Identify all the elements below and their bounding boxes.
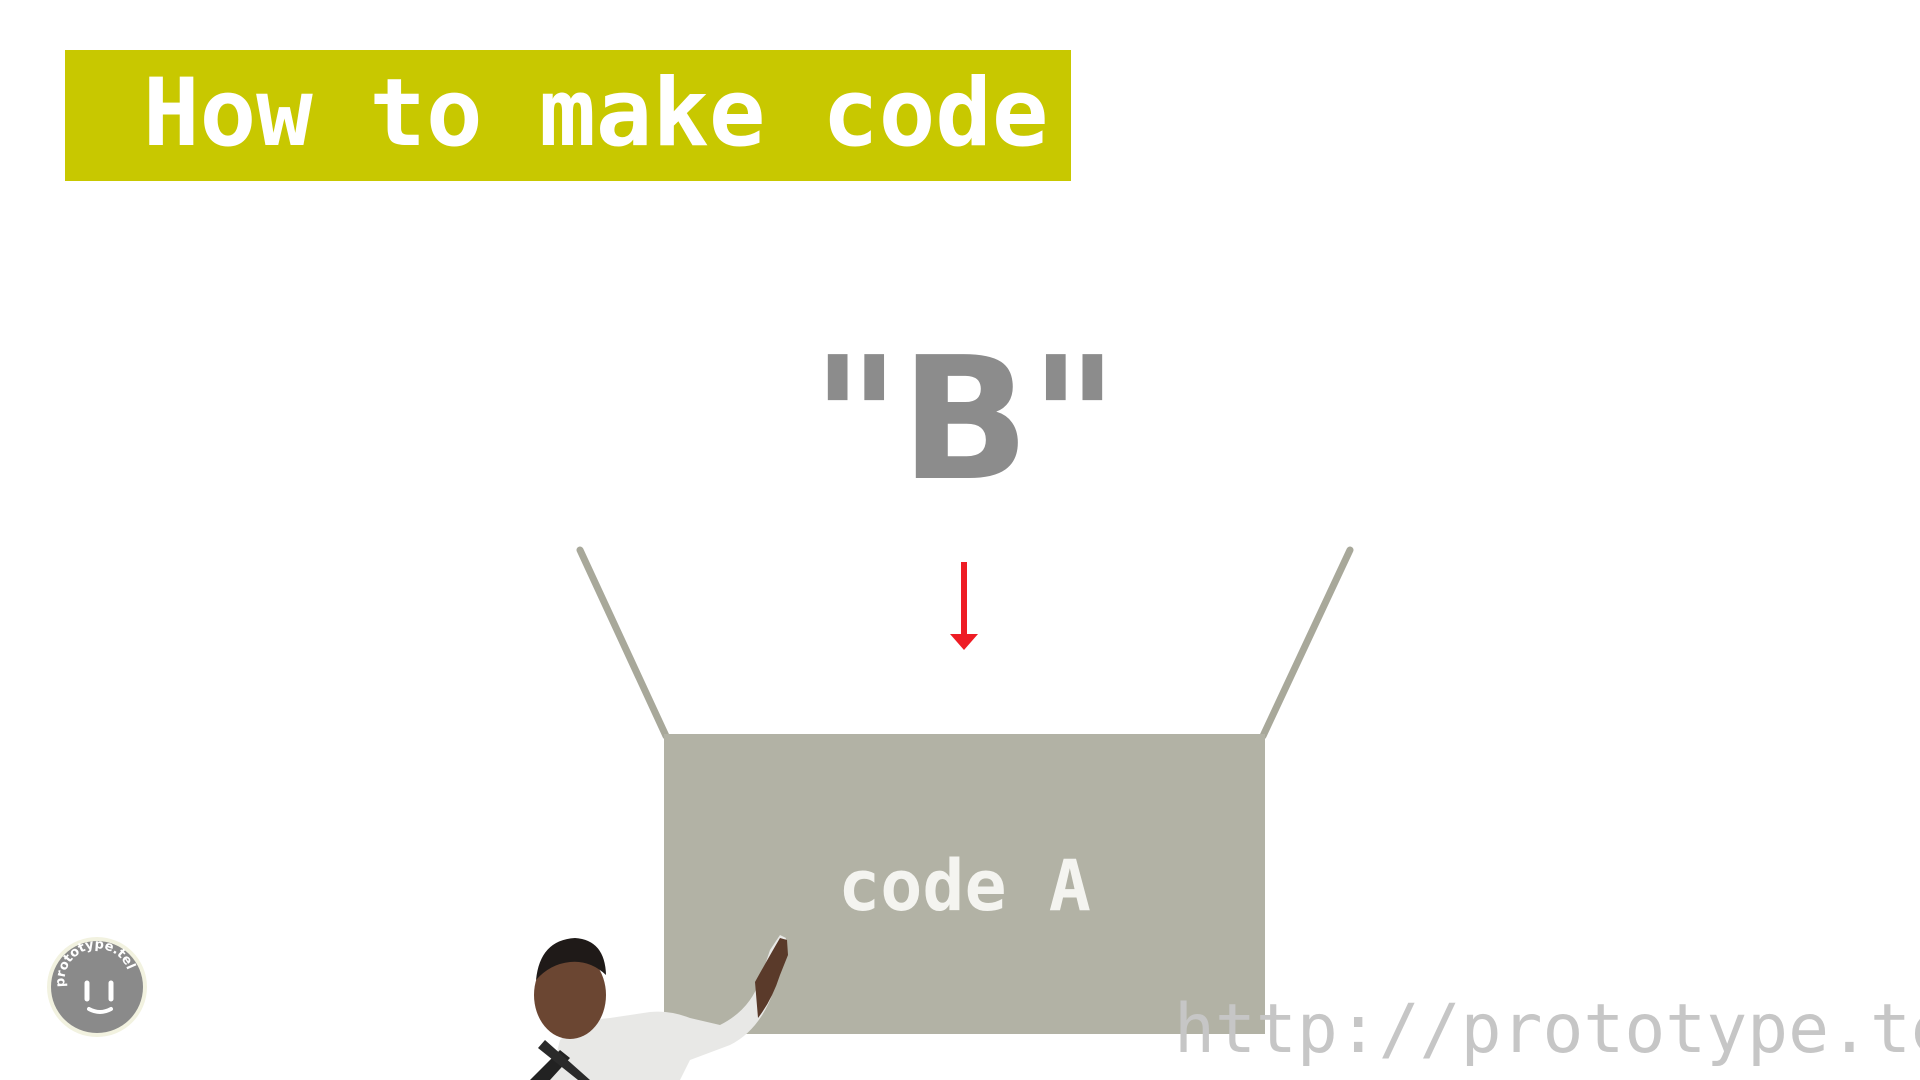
footer-url: http://prototype.tel xyxy=(1174,990,1920,1069)
funnel-right-wall xyxy=(1259,546,1354,740)
arrow-down-icon xyxy=(950,562,978,650)
input-label: "B" xyxy=(811,321,1119,519)
funnel-left-wall xyxy=(576,546,670,740)
smiley-logo-icon: prototype.tel xyxy=(47,937,147,1037)
slide-title: How to make code xyxy=(143,59,1049,168)
code-box-label: code A xyxy=(838,845,1091,927)
presenter-image xyxy=(530,935,788,1080)
title-banner: How to make code xyxy=(65,50,1071,181)
